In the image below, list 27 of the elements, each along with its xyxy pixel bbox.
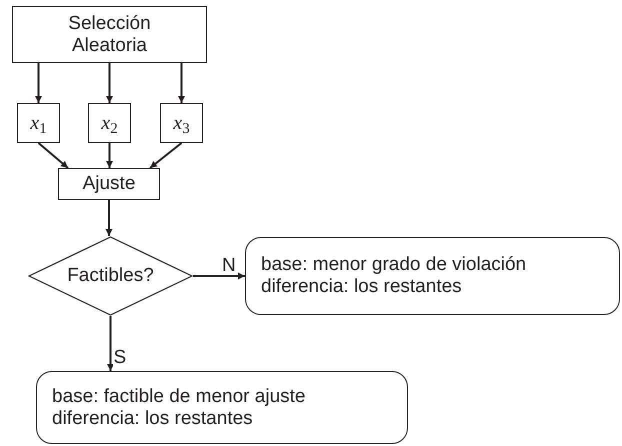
- arrow: [193, 272, 245, 280]
- arrow: [178, 63, 185, 103]
- result-box: [36, 371, 408, 444]
- node-text: diferencia: los restantes: [52, 408, 253, 430]
- process-box: [160, 103, 203, 143]
- arrow: [38, 142, 69, 169]
- process-box: [58, 168, 160, 200]
- node-text: Ajuste: [82, 173, 136, 195]
- node-text: diferencia: los restantes: [261, 276, 462, 298]
- arrow: [106, 143, 113, 168]
- arrow: [149, 142, 182, 169]
- node-text: base: menor grado de violación: [261, 254, 526, 276]
- arrow: [107, 316, 114, 371]
- arrow: [106, 63, 113, 103]
- node-text: x$_{2}$: [101, 112, 118, 134]
- process-box: [88, 103, 131, 143]
- arrow: [106, 200, 112, 236]
- node-text: Factibles?: [67, 265, 154, 287]
- process-box: [12, 6, 207, 63]
- process-box: [17, 103, 60, 143]
- node-text: x$_{1}$: [30, 112, 47, 134]
- result-box: [245, 237, 620, 315]
- node-text: base: factible de menor ajuste: [52, 386, 306, 408]
- arrow: [35, 63, 42, 103]
- edge-label: S: [112, 348, 128, 366]
- node-text: x$_{3}$: [173, 112, 190, 134]
- node-text: Selección Aleatoria: [67, 12, 152, 56]
